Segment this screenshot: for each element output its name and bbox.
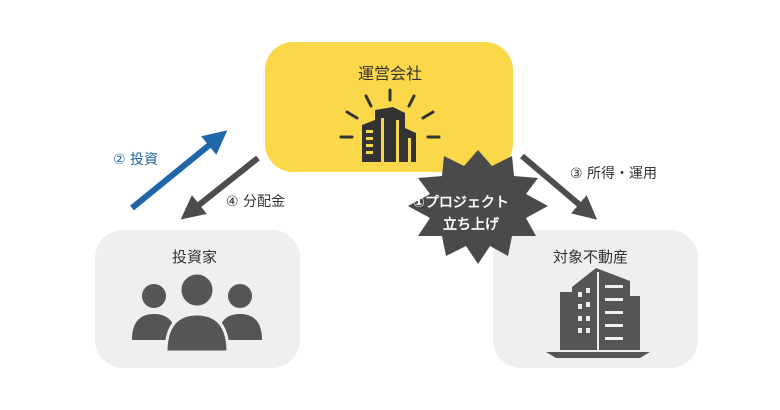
invest-arrow xyxy=(130,130,228,211)
office-building-icon xyxy=(546,268,650,358)
dividend-arrow xyxy=(180,155,260,220)
launch-burst xyxy=(408,150,548,264)
launch-label-line2: 立ち上げ xyxy=(443,217,499,233)
building-sunburst-icon xyxy=(339,88,441,162)
invest-label: ② 投資 xyxy=(113,152,159,168)
launch-label-line1: ①プロジェクト xyxy=(413,195,509,211)
company-label: 運営会社 xyxy=(358,64,423,83)
people-icon xyxy=(132,271,262,354)
income-label: ③ 所得・運用 xyxy=(570,166,658,182)
investors-label: 投資家 xyxy=(172,248,218,266)
property-label: 対象不動産 xyxy=(553,248,629,266)
dividend-label: ④ 分配金 xyxy=(226,194,286,210)
income-arrow xyxy=(520,153,598,220)
